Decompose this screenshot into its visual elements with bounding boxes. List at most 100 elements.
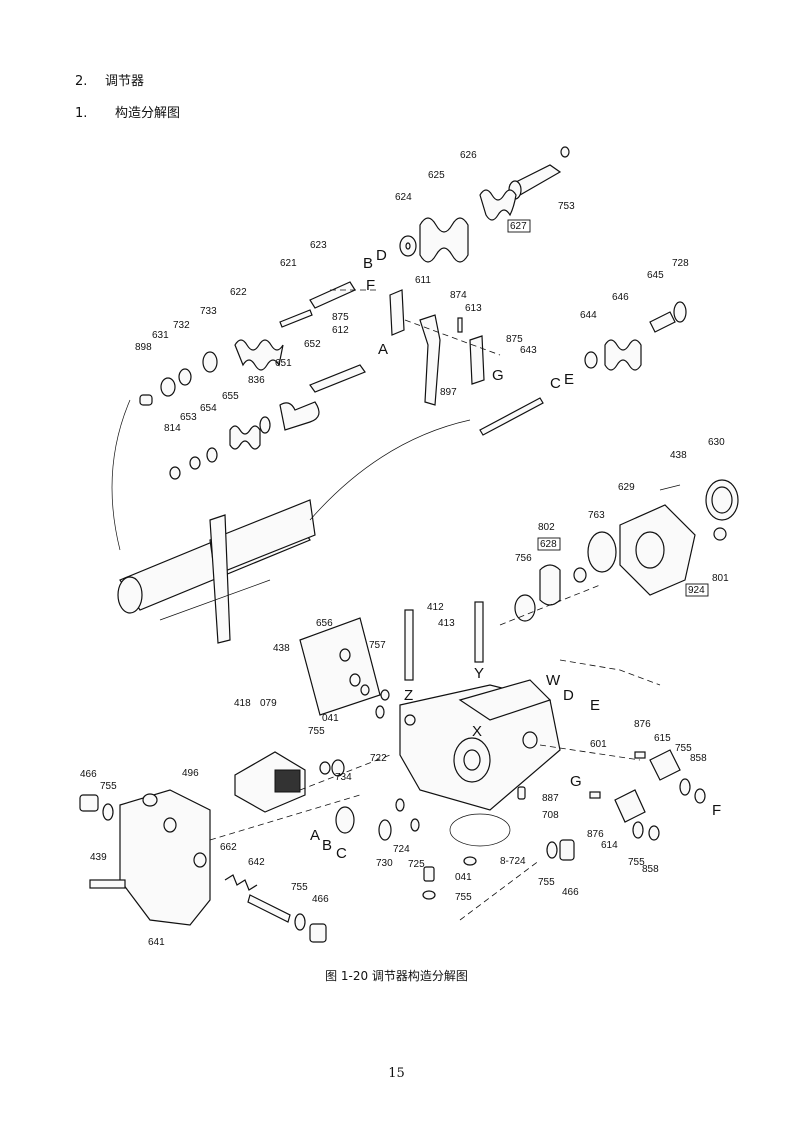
part-label: 802 — [538, 522, 555, 533]
rod — [479, 397, 544, 436]
bolt — [474, 601, 484, 663]
section-heading: 2.调节器 — [75, 70, 144, 89]
snap-ring — [169, 466, 181, 480]
o-ring — [673, 301, 687, 323]
part-label: 624 — [395, 192, 412, 203]
rod — [279, 309, 313, 328]
o-ring — [335, 806, 355, 834]
part-label: 755 — [308, 726, 325, 737]
marker-label: A — [378, 341, 388, 358]
part-label: 651 — [275, 358, 292, 369]
marker-label: B — [363, 255, 373, 272]
part-label: 897 — [440, 387, 457, 398]
marker-label: Z — [404, 687, 413, 704]
spring-large — [419, 217, 469, 263]
part-label: 924 — [688, 585, 705, 596]
o-ring-large — [449, 813, 511, 847]
part-label: 466 — [562, 887, 579, 898]
lever-plate — [469, 335, 485, 385]
o-ring — [546, 841, 558, 859]
plug — [559, 839, 575, 861]
part-label: 724 — [393, 844, 410, 855]
part-label: 612 — [332, 325, 349, 336]
part-label: 496 — [182, 768, 199, 779]
part-label: 763 — [588, 510, 605, 521]
sleeve — [160, 377, 176, 397]
nut — [573, 567, 587, 583]
o-ring — [259, 416, 271, 434]
part-label: 645 — [647, 270, 664, 281]
o-ring — [102, 803, 114, 821]
subsection-number: 1. — [75, 106, 88, 121]
marker-label: Y — [474, 665, 484, 682]
o-ring — [378, 819, 392, 841]
part-label: 662 — [220, 842, 237, 853]
part-label: 623 — [310, 240, 327, 251]
part-label: 656 — [316, 618, 333, 629]
page-number: 15 — [388, 1066, 405, 1081]
lever-plate — [389, 289, 405, 336]
subsection-heading: 1. 构造分解图 — [75, 102, 180, 121]
part-label: 413 — [438, 618, 455, 629]
marker-label: E — [564, 371, 574, 388]
o-ring — [587, 531, 617, 573]
spring — [234, 339, 284, 371]
part-label: 652 — [304, 339, 321, 350]
part-label: 644 — [580, 310, 597, 321]
part-label: 755 — [675, 743, 692, 754]
o-ring — [514, 594, 536, 622]
part-label: 875 — [506, 334, 523, 345]
spring — [229, 425, 261, 450]
plug — [309, 923, 327, 943]
part-label: 079 — [260, 698, 277, 709]
part-label: 601 — [590, 739, 607, 750]
part-label: 876 — [587, 829, 604, 840]
o-ring — [395, 798, 405, 812]
marker-label: B — [322, 837, 332, 854]
pin — [139, 394, 153, 406]
part-label: 439 — [90, 852, 107, 863]
part-label: 858 — [690, 753, 707, 764]
spring — [224, 874, 258, 891]
part-label: 875 — [332, 312, 349, 323]
o-ring — [178, 368, 192, 386]
plate — [299, 617, 381, 716]
o-ring — [380, 689, 390, 701]
o-ring — [202, 351, 218, 373]
o-ring — [560, 146, 570, 158]
lever — [419, 314, 441, 406]
part-label: 734 — [335, 772, 352, 783]
part-label: 631 — [152, 330, 169, 341]
piston — [309, 281, 356, 309]
pin — [589, 791, 601, 799]
part-label: 466 — [312, 894, 329, 905]
part-label: 755 — [538, 877, 555, 888]
part-label: 613 — [465, 303, 482, 314]
bolt — [89, 879, 126, 889]
subsection-title: 构造分解图 — [115, 106, 181, 121]
part-label: 755 — [628, 857, 645, 868]
spring — [604, 339, 642, 371]
nut — [713, 527, 727, 541]
part-label: 041 — [455, 872, 472, 883]
spool — [649, 311, 676, 333]
part-label: 814 — [164, 423, 181, 434]
part-label: 756 — [515, 553, 532, 564]
boxed-label — [537, 537, 561, 551]
marker-label: D — [376, 247, 387, 264]
marker-label: A — [310, 827, 320, 844]
part-label: 757 — [369, 640, 386, 651]
section-title: 调节器 — [105, 74, 145, 89]
plug — [79, 794, 99, 812]
part-label: 438 — [670, 450, 687, 461]
sleeve — [614, 789, 646, 823]
marker-label: C — [336, 845, 347, 862]
part-label: 722 — [370, 753, 387, 764]
marker-label: F — [712, 802, 721, 819]
pin — [517, 786, 526, 800]
marker-label: E — [590, 697, 600, 714]
part-label: 732 — [173, 320, 190, 331]
part-label: 898 — [135, 342, 152, 353]
o-ring — [632, 821, 644, 839]
part-label: 836 — [248, 375, 265, 386]
